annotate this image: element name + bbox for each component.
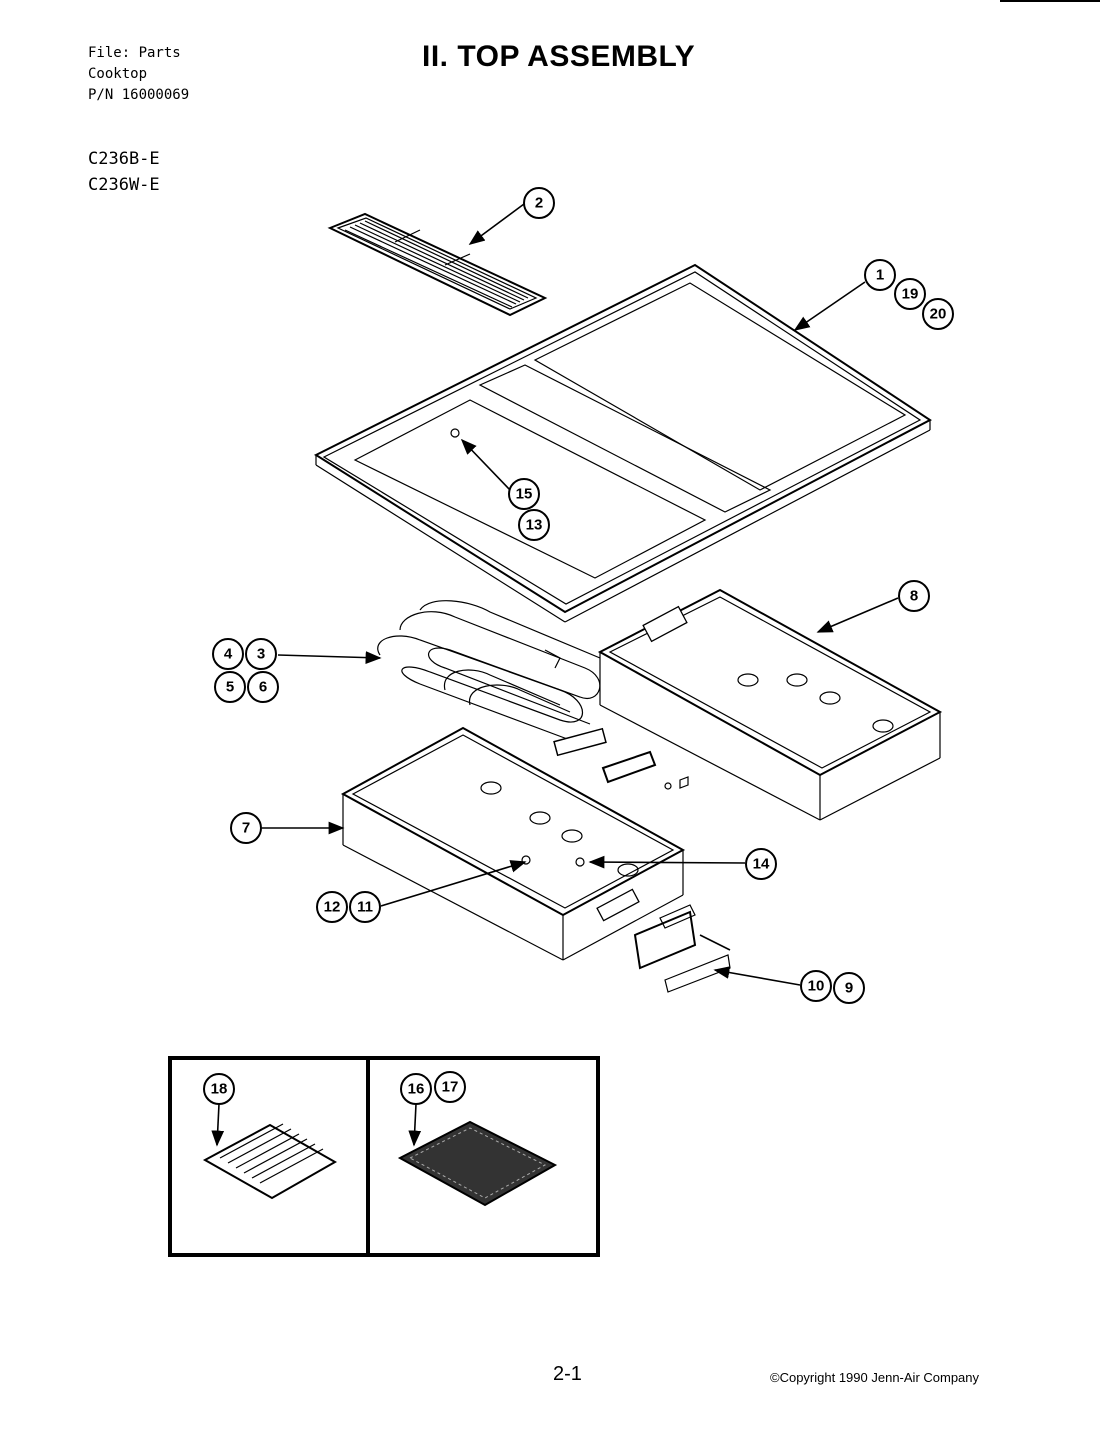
callout-20: 20 (922, 298, 954, 330)
model-number: C236W-E (88, 175, 160, 195)
svg-text:6: 6 (259, 679, 267, 696)
svg-text:20: 20 (930, 306, 947, 323)
file-line: File: Parts (88, 45, 181, 61)
callout-12: 12 (316, 891, 348, 923)
callout-14: 14 (745, 848, 777, 880)
svg-text:4: 4 (224, 646, 233, 663)
svg-text:18: 18 (211, 1081, 228, 1098)
svg-text:2: 2 (535, 195, 543, 212)
griddle-accessory-part (202, 1103, 338, 1200)
svg-text:14: 14 (753, 856, 770, 873)
callout-9: 9 (833, 972, 865, 1004)
callout-2: 2 (523, 187, 555, 219)
product-line: Cooktop (88, 66, 148, 82)
accessory-box (168, 1056, 600, 1257)
heating-element-part (377, 600, 607, 757)
callout-8: 8 (898, 580, 930, 612)
svg-text:7: 7 (242, 820, 250, 837)
page-title: II. TOP ASSEMBLY (422, 40, 696, 73)
file-info: File: Parts Cooktop P/N 16000069 (88, 43, 189, 106)
svg-text:16: 16 (408, 1081, 425, 1098)
svg-text:11: 11 (357, 899, 373, 916)
part-number-line: P/N 16000069 (88, 87, 190, 103)
svg-text:1: 1 (876, 267, 884, 284)
callout-5: 5 (214, 671, 246, 703)
callout-1: 1 (864, 259, 896, 291)
svg-text:3: 3 (257, 646, 265, 663)
svg-text:8: 8 (910, 588, 918, 605)
grille-part (327, 212, 548, 317)
right-drip-pan-part (597, 588, 943, 821)
callout-6: 6 (247, 671, 279, 703)
svg-text:19: 19 (902, 286, 919, 303)
svg-text:17: 17 (442, 1079, 459, 1096)
copyright-notice: ©Copyright 1990 Jenn-Air Company (770, 1370, 980, 1385)
callout-13: 13 (518, 509, 550, 541)
model-number: C236B-E (88, 149, 160, 169)
callout-17: 17 (434, 1071, 466, 1103)
callout-15: 15 (508, 478, 540, 510)
svg-text:13: 13 (526, 517, 543, 534)
top-edge-rule (1000, 0, 1100, 2)
cooktop-frame-part (313, 263, 932, 623)
rock-grate-accessory-part (397, 1103, 558, 1207)
svg-text:9: 9 (845, 980, 853, 997)
callout-3: 3 (245, 638, 277, 670)
page-number: 2-1 (553, 1363, 582, 1385)
callout-4: 4 (212, 638, 244, 670)
callout-11: 11 (349, 891, 381, 923)
svg-text:15: 15 (516, 486, 533, 503)
leader-lines (262, 203, 899, 986)
svg-text:12: 12 (324, 899, 341, 916)
svg-text:5: 5 (226, 679, 234, 696)
callout-16: 16 (400, 1073, 432, 1105)
callout-18: 18 (203, 1073, 235, 1105)
svg-text:10: 10 (808, 978, 825, 995)
callout-7: 7 (230, 812, 262, 844)
callout-19: 19 (894, 278, 926, 310)
callout-10: 10 (800, 970, 832, 1002)
terminal-block-part (601, 750, 689, 790)
model-list: C236B-E C236W-E (88, 146, 160, 198)
